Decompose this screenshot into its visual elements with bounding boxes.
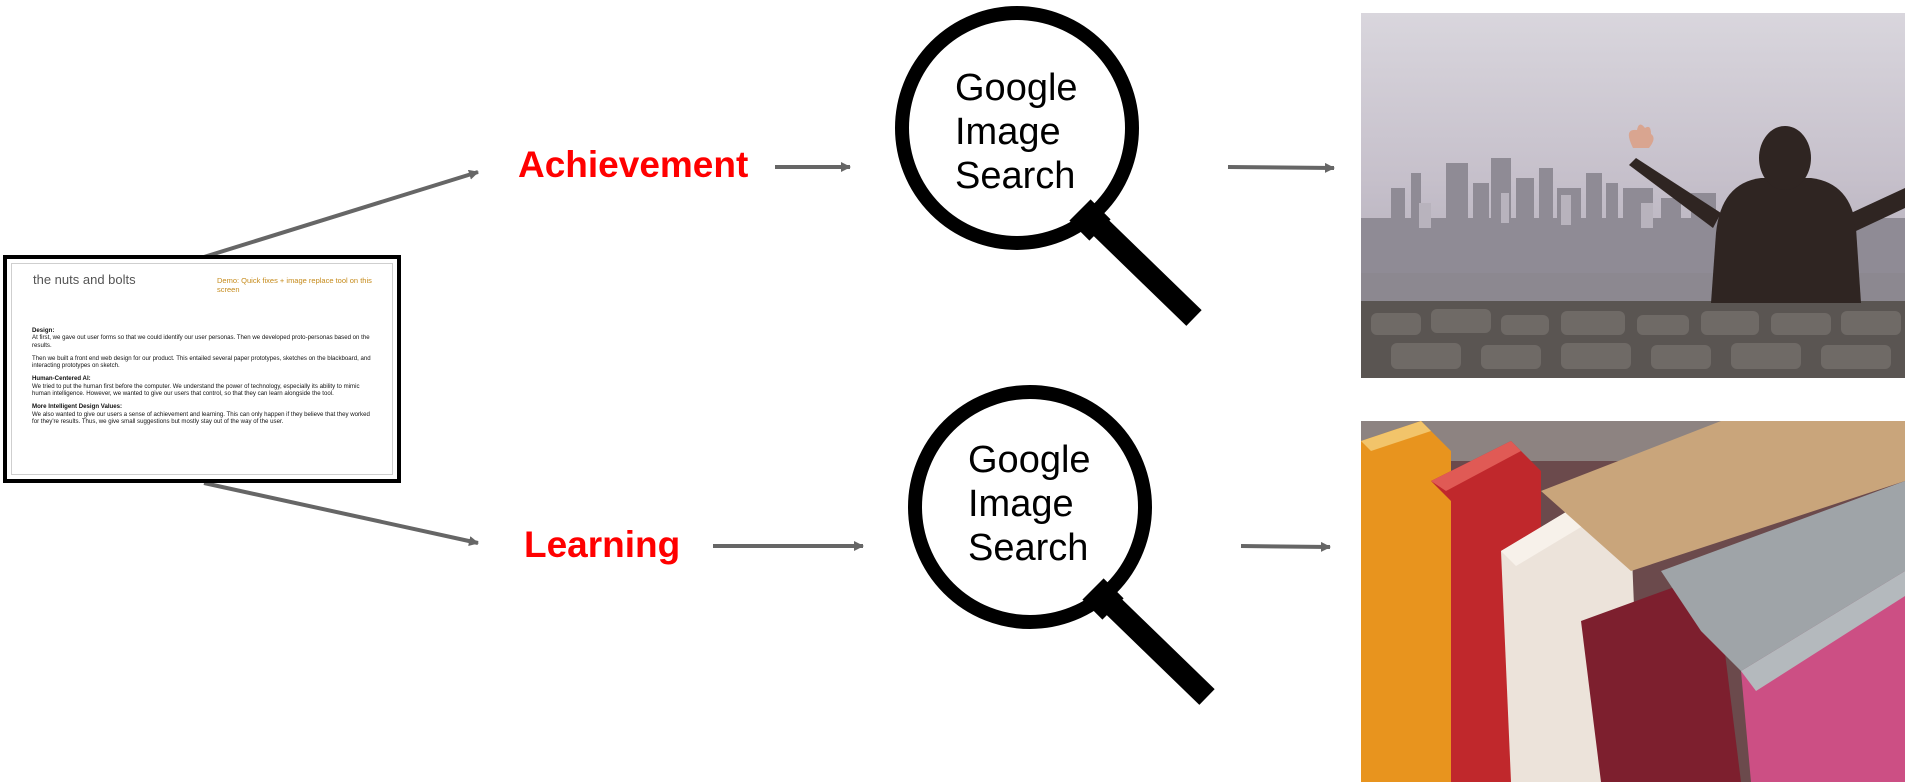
arrow-slide-to-learning [203,481,479,546]
search-label-bottom: Google Image Search [968,438,1091,570]
magnifier-icon-bottom [908,385,1215,705]
search-label-top: Google Image Search [955,66,1078,198]
search-label-line: Google [968,439,1091,481]
slide-section: Design: At first, we gave out user forms… [32,327,377,349]
slide-body: Design: At first, we gave out user forms… [32,327,377,431]
search-label-line: Google [955,67,1078,109]
slide-section: Human-Centered AI: We tried to put the h… [32,375,377,397]
slide-section-heading: Design: [32,327,55,334]
slide-section: Then we built a front end web design for… [32,355,377,370]
slide-section-heading: More Intelligent Design Values: [32,403,123,411]
arrow-search-to-city-photo [1227,162,1335,173]
slide-section-heading: Human-Centered AI: [32,375,91,383]
person-city-overlook-photo [1361,13,1905,378]
arrow-slide-to-achievement [203,169,479,259]
search-label-line: Search [968,527,1089,569]
slide-title: the nuts and bolts [33,272,136,287]
slide-note: Demo: Quick fixes + image replace tool o… [217,276,372,294]
concept-achievement: Achievement [518,144,749,185]
slide-section: More Intelligent Design Values: We also … [32,403,377,425]
slide-section-text: At first, we gave out user forms so that… [32,334,370,349]
search-label-line: Image [955,111,1061,153]
arrow-search-to-books-photo [1240,541,1331,552]
search-label-line: Image [968,483,1074,525]
slide-thumbnail: the nuts and bolts Demo: Quick fixes + i… [3,255,401,483]
search-label-line: Search [955,155,1076,197]
slide-section-text: We tried to put the human first before t… [32,382,360,398]
slide-section-text: We also wanted to give our users a sense… [32,410,370,425]
magnifier-icon-top [895,6,1202,326]
slide-section-text: Then we built a front end web design for… [32,354,371,370]
slide-frame [11,263,393,475]
concept-learning: Learning [524,524,681,565]
books-closeup-photo [1361,421,1905,782]
